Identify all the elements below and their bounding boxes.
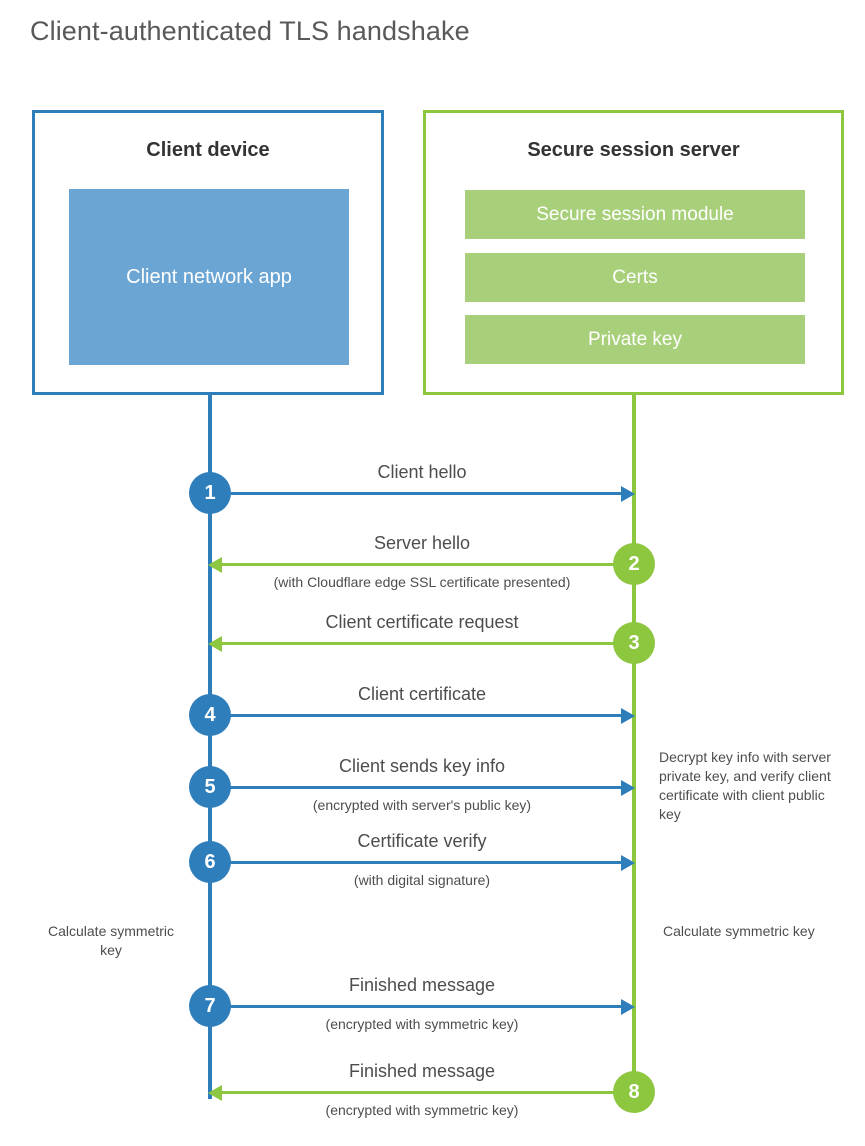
message-8-sublabel: (encrypted with symmetric key) bbox=[325, 1102, 519, 1118]
client-device-title: Client device bbox=[146, 139, 270, 161]
message-6-label: Certificate verify bbox=[357, 831, 487, 851]
server-decrypt-note: Decrypt key info with server private key… bbox=[659, 749, 831, 822]
secure-session-server-panel: Secure session server Secure session mod… bbox=[423, 110, 844, 395]
step-circle-7: 7 bbox=[189, 985, 231, 1027]
message-1-label: Client hello bbox=[377, 462, 467, 482]
step-circle-1: 1 bbox=[189, 472, 231, 514]
message-7-label: Finished message bbox=[348, 975, 496, 995]
message-8-arrow-head bbox=[208, 1085, 222, 1101]
message-6-arrow-head bbox=[621, 855, 635, 871]
message-3-arrow-head bbox=[208, 636, 222, 652]
step-circle-6: 6 bbox=[189, 841, 231, 883]
server-module-secure-session-module: Secure session module bbox=[465, 190, 805, 239]
message-4-label: Client certificate bbox=[357, 684, 487, 704]
message-2-arrow-head bbox=[208, 557, 222, 573]
server-lifeline bbox=[632, 392, 636, 1093]
client-lifeline bbox=[208, 392, 212, 1099]
step-circle-8: 8 bbox=[613, 1071, 655, 1113]
message-7-sublabel: (encrypted with symmetric key) bbox=[325, 1016, 519, 1032]
server-module-private-key: Private key bbox=[465, 315, 805, 364]
server-calculate-symmetric-key-note: Calculate symmetric key bbox=[663, 923, 815, 939]
message-1-arrow-line bbox=[210, 492, 624, 495]
client-network-app-box: Client network app bbox=[69, 189, 349, 365]
client-device-panel: Client device Client network app bbox=[32, 110, 384, 395]
step-circle-2: 2 bbox=[613, 543, 655, 585]
secure-session-server-title: Secure session server bbox=[527, 139, 740, 161]
message-7-arrow-line bbox=[210, 1005, 624, 1008]
server-module-certs: Certs bbox=[465, 253, 805, 302]
step-circle-4: 4 bbox=[189, 694, 231, 736]
message-2-sublabel: (with Cloudflare edge SSL certificate pr… bbox=[273, 574, 571, 590]
message-4-arrow-head bbox=[621, 708, 635, 724]
message-5-arrow-head bbox=[621, 780, 635, 796]
message-1-arrow-head bbox=[621, 486, 635, 502]
page-title: Client-authenticated TLS handshake bbox=[30, 16, 470, 46]
step-circle-5: 5 bbox=[189, 766, 231, 808]
message-2-label: Server hello bbox=[373, 533, 471, 553]
message-8-arrow-line bbox=[220, 1091, 634, 1094]
message-3-arrow-line bbox=[220, 642, 634, 645]
message-2-arrow-line bbox=[220, 563, 634, 566]
message-8-label: Finished message bbox=[348, 1061, 496, 1081]
message-6-sublabel: (with digital signature) bbox=[353, 872, 491, 888]
message-5-arrow-line bbox=[210, 786, 624, 789]
message-4-arrow-line bbox=[210, 714, 624, 717]
message-3-label: Client certificate request bbox=[325, 612, 519, 632]
message-7-arrow-head bbox=[621, 999, 635, 1015]
message-6-arrow-line bbox=[210, 861, 624, 864]
step-circle-3: 3 bbox=[613, 622, 655, 664]
message-5-label: Client sends key info bbox=[338, 756, 506, 776]
client-calculate-symmetric-key-note: Calculate symmetric key bbox=[47, 923, 175, 958]
message-5-sublabel: (encrypted with server's public key) bbox=[312, 797, 532, 813]
